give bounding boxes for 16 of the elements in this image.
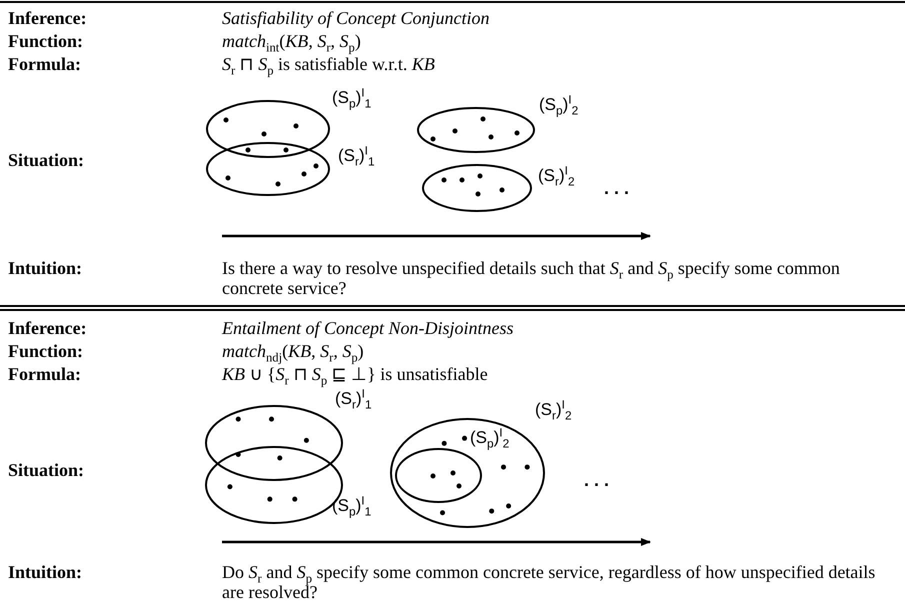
cell-text: Is there a way to resolve unspecified details such that S$_{r}$ and S$_{p}$ specify some common concrete service? — [222, 258, 841, 298]
cell-text: Do S$_{r}$ and S$_{p}$ specify some common concrete service, regardless of how unspecified details are resolved? — [222, 562, 876, 602]
cell-text: Satisfiability of Concept Conjunction — [222, 8, 490, 28]
row-heading: Function: — [8, 341, 84, 361]
row-heading: Formula: — [8, 54, 81, 74]
row-heading: Intuition: — [8, 562, 82, 582]
row-heading: Function: — [8, 31, 84, 51]
row-heading: Situation: — [8, 460, 84, 480]
row-heading: Inference: — [8, 8, 87, 28]
ellipsis-text: . . . — [604, 178, 630, 198]
row-heading: Formula: — [8, 364, 81, 384]
row-heading: Situation: — [8, 150, 84, 170]
row-heading: Inference: — [8, 318, 87, 338]
ellipsis-text: . . . — [584, 470, 610, 490]
cell-text: Entailment of Concept Non-Disjointness — [222, 318, 514, 338]
row-heading: Intuition: — [8, 258, 82, 278]
